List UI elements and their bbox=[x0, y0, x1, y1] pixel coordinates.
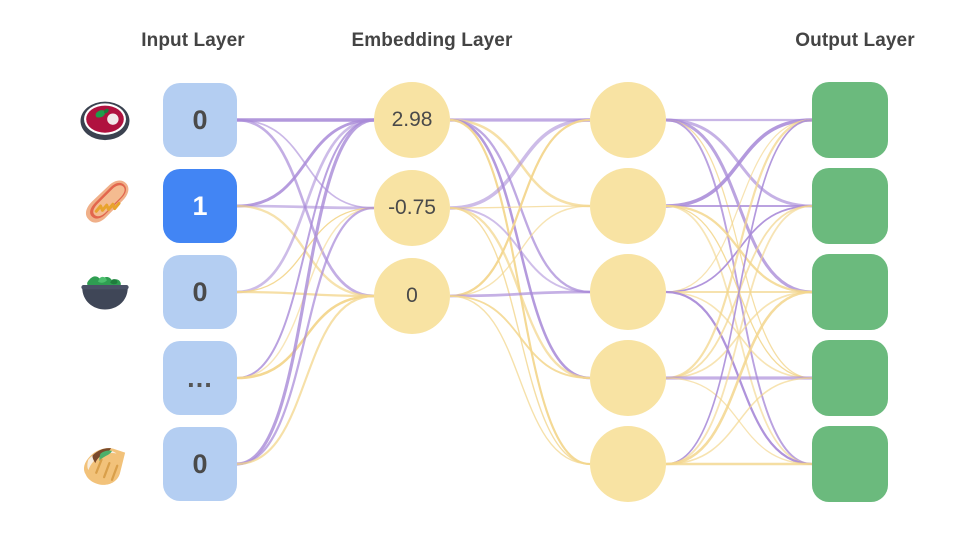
output-node-0[interactable] bbox=[812, 82, 888, 158]
hidden-node-1[interactable] bbox=[590, 168, 666, 244]
input-node-0[interactable]: 0 bbox=[163, 83, 237, 157]
embedding-node-1[interactable]: -0.75 bbox=[374, 170, 450, 246]
embedding-node-0[interactable]: 2.98 bbox=[374, 82, 450, 158]
edge bbox=[665, 205, 813, 465]
edge bbox=[236, 119, 375, 379]
layer-title-0: Input Layer bbox=[141, 30, 245, 51]
edge bbox=[665, 119, 813, 293]
edge bbox=[449, 290, 591, 298]
input-node-1[interactable]: 1 bbox=[163, 169, 237, 243]
edge bbox=[449, 205, 591, 297]
hidden-node-4[interactable] bbox=[590, 426, 666, 502]
edge bbox=[236, 294, 375, 466]
edge bbox=[236, 206, 375, 466]
layer-title-1: Embedding Layer bbox=[351, 30, 513, 51]
hidden-node-2[interactable] bbox=[590, 254, 666, 330]
input-node-2[interactable]: 0 bbox=[163, 255, 237, 329]
hot-dog-icon bbox=[77, 178, 133, 234]
output-node-4[interactable] bbox=[812, 426, 888, 502]
input-node-4[interactable]: 0 bbox=[163, 427, 237, 501]
salad-bowl-icon bbox=[77, 264, 133, 320]
edge bbox=[665, 119, 813, 465]
embedding-node-2[interactable]: 0 bbox=[374, 258, 450, 334]
edge bbox=[449, 295, 591, 465]
edge bbox=[665, 290, 813, 466]
edge bbox=[449, 118, 591, 298]
edge bbox=[665, 118, 813, 208]
edge bbox=[665, 118, 813, 380]
edge bbox=[665, 377, 813, 465]
meat-bowl-icon bbox=[77, 92, 133, 148]
edge bbox=[449, 295, 591, 379]
output-node-1[interactable] bbox=[812, 168, 888, 244]
burrito-icon bbox=[77, 436, 133, 492]
edge bbox=[236, 118, 375, 466]
edge bbox=[236, 118, 375, 294]
edge bbox=[236, 118, 375, 208]
output-node-3[interactable] bbox=[812, 340, 888, 416]
hidden-node-3[interactable] bbox=[590, 340, 666, 416]
hidden-node-0[interactable] bbox=[590, 82, 666, 158]
output-node-2[interactable] bbox=[812, 254, 888, 330]
input-node-3[interactable]: … bbox=[163, 341, 237, 415]
layer-title-2: Output Layer bbox=[795, 30, 915, 51]
edge bbox=[449, 118, 591, 210]
